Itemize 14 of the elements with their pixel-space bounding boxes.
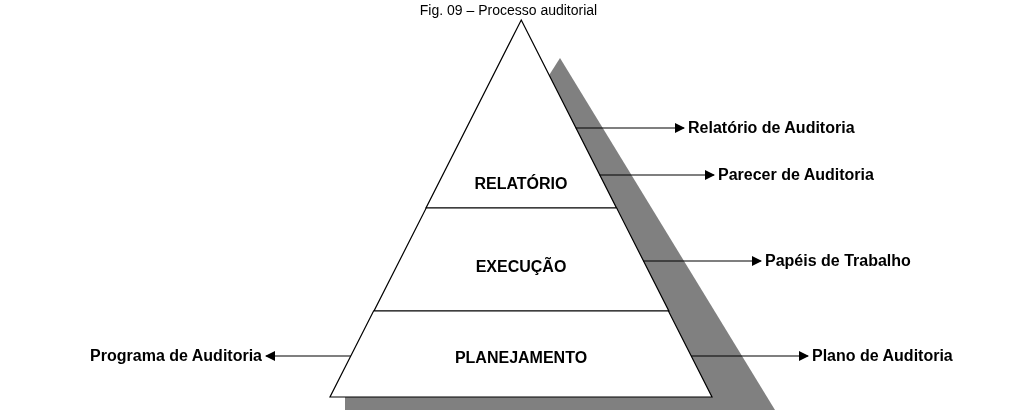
layer-label: RELATÓRIO [474,175,568,193]
arrow [598,170,715,180]
figure-title: Fig. 09 – Processo auditorial [418,2,599,18]
output-label: Papéis de Trabalho [765,252,911,270]
layer-label: PLANEJAMENTO [454,349,588,367]
output-label: Parecer de Auditoria [718,166,874,184]
output-label: Programa de Auditoria [90,347,262,365]
output-label: Plano de Auditoria [812,347,953,365]
arrow [642,256,762,266]
arrow [265,351,352,361]
layer-label: EXECUÇÃO [475,258,567,276]
arrow [690,351,809,361]
arrow [575,123,685,133]
output-label: Relatório de Auditoria [688,119,855,137]
